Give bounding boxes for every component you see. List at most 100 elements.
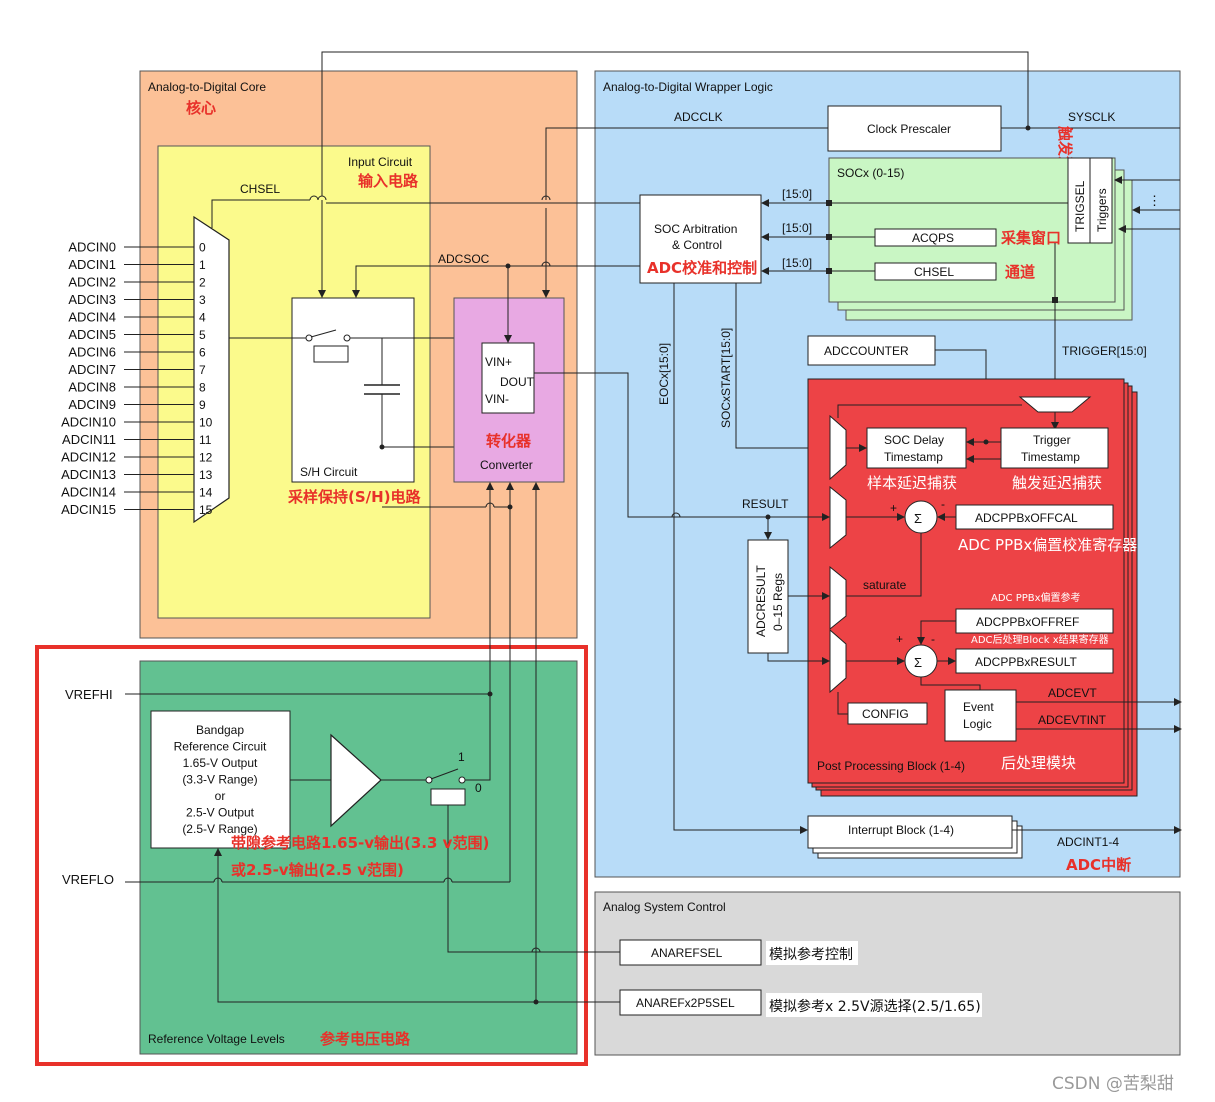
- trigger-bus-label: TRIGGER[15:0]: [1062, 344, 1147, 358]
- reference-highlight: [35, 645, 588, 1066]
- mux-input-number: 12: [199, 451, 213, 465]
- mux-input-number: 1: [199, 258, 206, 272]
- post-mux-3: [829, 565, 847, 631]
- post-mux-1: [829, 414, 847, 481]
- adcevt-label: ADCEVT: [1048, 686, 1097, 700]
- adcin-label: ADCIN6: [68, 345, 116, 360]
- socx-more-dots: ⋮: [1148, 193, 1161, 208]
- socx-title: SOCx (0-15): [837, 166, 904, 180]
- trigger-ts-note: 触发延迟捕获: [1012, 474, 1102, 492]
- trigger-ts-line2: Timestamp: [1021, 450, 1080, 464]
- anaref2p5-box: [619, 989, 762, 1016]
- mux-input-number: 0: [199, 241, 206, 255]
- mux-input-number: 4: [199, 311, 206, 325]
- mux-input-number: 11: [199, 433, 212, 447]
- adcin-label: ADCIN10: [61, 415, 116, 430]
- adcsoc-label: ADCSOC: [438, 252, 490, 266]
- bandgap-note-1: 带隙参考电路1.65-v输出(3.3 v范围): [231, 834, 489, 852]
- adcin-label: ADCIN13: [61, 467, 116, 482]
- system-title: Analog System Control: [603, 900, 726, 914]
- result-reg-label: ADCPPBxRESULT: [975, 655, 1077, 669]
- switch-0-label: 0: [475, 781, 482, 795]
- bandgap-line: 1.65-V Output: [183, 756, 258, 770]
- adcresult-line1: ADCRESULT: [754, 565, 768, 637]
- soc-delay-line1: SOC Delay: [884, 433, 944, 447]
- socxstart-label: SOCxSTART[15:0]: [719, 328, 733, 428]
- offcal-note: ADC PPBx偏置校准寄存器: [958, 536, 1137, 554]
- arbitration-note: ADC校准和控制: [647, 259, 757, 277]
- reference-note: 参考电压电路: [320, 1030, 411, 1048]
- bus-label-2: [15:0]: [782, 221, 812, 235]
- post-mux-2: [829, 485, 847, 550]
- mux-input-number: 13: [199, 468, 213, 482]
- adcin-label: ADCIN12: [61, 450, 116, 465]
- soc-delay-box: [866, 427, 967, 469]
- sum2-minus: -: [931, 632, 935, 646]
- result-reg-note: ADC后处理Block x结果寄存器: [971, 633, 1109, 646]
- trigger-ts-line1: Trigger: [1033, 433, 1071, 447]
- input-circuit-title: Input Circuit: [348, 155, 413, 169]
- anarefsel-note: 模拟参考控制: [769, 946, 853, 963]
- offref-note: ADC PPBx偏置参考: [991, 591, 1081, 604]
- sum2-plus: +: [896, 632, 903, 646]
- adcin-label: ADCIN5: [68, 327, 116, 342]
- mux-input-number: 8: [199, 381, 206, 395]
- anaref2p5-note: 模拟参考x 2.5V源选择(2.5/1.65): [769, 998, 981, 1015]
- core-note: 核心: [186, 99, 216, 117]
- offref-label: ADCPPBxOFFREF: [976, 615, 1079, 629]
- anaref2p5-label: ANAREFx2P5SEL: [636, 996, 735, 1010]
- adcresult-line2: 0–15 Regs: [771, 573, 785, 631]
- adcin-label: ADCIN9: [68, 397, 116, 412]
- result-label: RESULT: [742, 497, 789, 511]
- sum-symbol-1: Σ: [914, 511, 922, 526]
- anarefsel-label: ANAREFSEL: [651, 946, 723, 960]
- soc-arbitration: [639, 194, 762, 284]
- post-mux-4: [829, 628, 847, 694]
- interrupt-out: ADCINT1-4: [1057, 835, 1119, 849]
- vin-plus: VIN+: [485, 355, 512, 369]
- trigger-ts-box: [1000, 427, 1109, 469]
- triggers-box: [1089, 157, 1113, 244]
- sh-note: 采样保持(S/H)电路: [287, 488, 422, 506]
- interrupt-block: [807, 815, 1013, 849]
- mux-input-number: 9: [199, 398, 206, 412]
- dout: DOUT: [500, 375, 535, 389]
- result-reg-box: [955, 648, 1114, 674]
- arbitration-line2: & Control: [672, 238, 722, 252]
- chsel-note: 通道: [1005, 263, 1035, 281]
- mux-input-number: 10: [199, 416, 213, 430]
- bus-label-1: [15:0]: [782, 187, 812, 201]
- soc-delay-line2: Timestamp: [884, 450, 943, 464]
- clock-prescaler: [827, 105, 1002, 152]
- converter-core: [481, 342, 535, 414]
- ref-switch-coil: [430, 788, 466, 806]
- offcal-label: ADCPPBxOFFCAL: [975, 511, 1078, 525]
- adcin-label: ADCIN2: [68, 275, 116, 290]
- offcal-box: [955, 504, 1114, 530]
- adcin-label: ADCIN0: [68, 240, 116, 255]
- post-note: 后处理模块: [1001, 754, 1076, 772]
- adcin-label: ADCIN14: [61, 485, 116, 500]
- bandgap-line: 2.5-V Output: [186, 806, 255, 820]
- adcresult-box: [747, 539, 789, 654]
- bandgap-box: [150, 710, 291, 849]
- bandgap-line: Reference Circuit: [174, 740, 267, 754]
- adcin-label: ADCIN4: [68, 310, 116, 325]
- sum-symbol-2: Σ: [914, 655, 922, 670]
- adcin-label: ADCIN1: [68, 257, 116, 272]
- mux-input-number: 3: [199, 293, 206, 307]
- wrapper-title: Analog-to-Digital Wrapper Logic: [603, 80, 773, 94]
- bandgap-line: or: [215, 789, 226, 803]
- sum1-plus: +: [890, 501, 897, 515]
- core-title: Analog-to-Digital Core: [148, 80, 266, 94]
- interrupt-note: ADC中断: [1066, 856, 1131, 874]
- adcin-label: ADCIN15: [61, 502, 116, 517]
- adcclk-label: ADCCLK: [674, 110, 723, 124]
- input-mux: [193, 215, 230, 524]
- bandgap-line: Bandgap: [196, 723, 244, 737]
- bandgap-line: (2.5-V Range): [182, 822, 257, 836]
- adccounter-label: ADCCOUNTER: [824, 344, 909, 358]
- socx-chsel-label: CHSEL: [914, 265, 954, 279]
